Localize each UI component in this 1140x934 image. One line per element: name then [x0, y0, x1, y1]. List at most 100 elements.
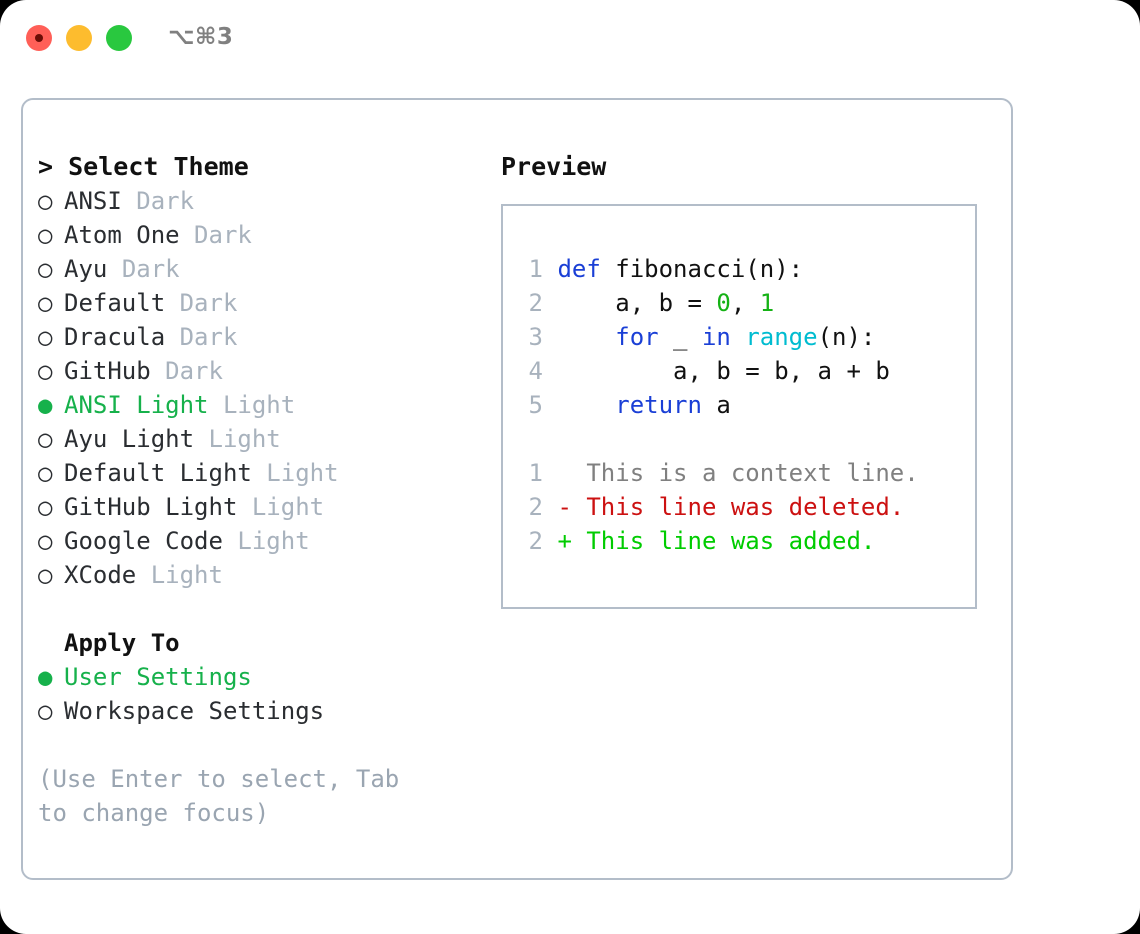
theme-option-github[interactable]: ○ GitHub Dark [38, 354, 498, 388]
theme-option-category: Light [251, 493, 325, 521]
radio-unselected-icon: ○ [38, 221, 53, 249]
code-line-number: 2 [528, 289, 543, 317]
window-controls [26, 25, 132, 51]
diff-line: 1 This is a context line. [515, 456, 969, 490]
main-panel: > Select Theme ○ANSI Dark○Atom One Dark○… [21, 98, 1013, 880]
theme-option-ansi-light[interactable]: ● ANSI Light Light [38, 388, 498, 422]
code-token: _ [658, 323, 702, 351]
theme-option-label: Google Code [64, 527, 223, 555]
diff-line: 2 + This line was added. [515, 524, 969, 558]
theme-option-category: Dark [136, 187, 195, 215]
code-line-number: 3 [528, 323, 543, 351]
code-token: 0 [716, 289, 731, 317]
theme-option-category: Dark [121, 255, 180, 283]
diff-marker: + [557, 527, 572, 555]
theme-option-ayu[interactable]: ○ Ayu Dark [38, 252, 498, 286]
theme-option-label: Ayu [64, 255, 108, 283]
diff-marker [557, 459, 571, 487]
code-token: a, b = [557, 289, 717, 317]
code-token [557, 391, 615, 419]
apply-to-list: ● User Settings ○Workspace Settings [38, 660, 498, 728]
theme-option-ayu-light[interactable]: ○Ayu Light Light [38, 422, 498, 456]
theme-option-label: GitHub [64, 357, 151, 385]
radio-unselected-icon: ○ [38, 187, 53, 215]
minimize-button-icon[interactable] [66, 25, 92, 51]
select-theme-heading: > Select Theme [38, 150, 498, 184]
preview-column: Preview 1 def fibonacci(n):2 a, b = 0, 1… [501, 150, 1001, 609]
code-line: 3 for _ in range(n): [515, 320, 969, 354]
code-line-number: 4 [528, 357, 543, 385]
theme-option-label: Ayu Light [64, 425, 195, 453]
radio-selected-icon: ● [38, 391, 53, 419]
radio-unselected-icon: ○ [38, 697, 53, 725]
diff-sample: 1 This is a context line.2 - This line w… [515, 456, 969, 558]
theme-option-category: Light [237, 527, 310, 555]
radio-unselected-icon: ○ [38, 425, 53, 453]
code-line: 5 return a [515, 388, 969, 422]
diff-line: 2 - This line was deleted. [515, 490, 969, 524]
select-theme-heading-label: Select Theme [68, 152, 249, 181]
diff-line-text: This is a context line. [571, 459, 919, 487]
radio-unselected-icon: ○ [38, 527, 53, 555]
theme-option-xcode[interactable]: ○XCode Light [38, 558, 498, 592]
radio-unselected-icon: ○ [38, 493, 53, 521]
theme-option-dracula[interactable]: ○ Dracula Dark [38, 320, 498, 354]
theme-option-ansi[interactable]: ○ ANSI Dark [38, 184, 498, 218]
diff-line-text: This line was added. [571, 527, 876, 555]
theme-option-category: Dark [194, 221, 252, 249]
code-line-number: 5 [528, 391, 543, 419]
diff-line-text: This line was deleted. [571, 493, 905, 521]
code-token: a, b = b, a + b [557, 357, 890, 385]
code-token: def [557, 255, 601, 283]
radio-selected-icon: ● [38, 663, 53, 691]
close-button-icon[interactable] [26, 25, 52, 51]
theme-option-label: Dracula [64, 323, 166, 351]
code-token: (n): [817, 323, 876, 351]
theme-option-google-code[interactable]: ○ Google Code Light [38, 524, 498, 558]
theme-option-category: Dark [179, 289, 238, 317]
panel-columns: > Select Theme ○ANSI Dark○Atom One Dark○… [23, 100, 1011, 878]
code-token: a [701, 391, 731, 419]
code-line: 4 a, b = b, a + b [515, 354, 969, 388]
help-text: (Use Enter to select, Tab to change focu… [38, 765, 414, 827]
code-token [557, 323, 615, 351]
theme-option-category: Light [266, 459, 339, 487]
theme-option-label: Default Light [64, 459, 252, 487]
theme-option-atom-one[interactable]: ○ Atom One Dark [38, 218, 498, 252]
theme-option-label: Default [64, 289, 166, 317]
radio-unselected-icon: ○ [38, 357, 53, 385]
code-token: in [701, 323, 731, 351]
diff-line-number: 2 [528, 527, 543, 555]
theme-option-category: Dark [165, 357, 223, 385]
section-spacer [38, 592, 498, 626]
apply-to-option-user-settings[interactable]: ● User Settings [38, 660, 498, 694]
radio-unselected-icon: ○ [38, 323, 53, 351]
theme-option-category: Light [222, 391, 296, 419]
focus-caret-icon: > [38, 152, 54, 181]
code-token: range [745, 323, 818, 351]
code-line-number: 1 [528, 255, 543, 283]
theme-option-default-light[interactable]: ○Default Light Light [38, 456, 498, 490]
radio-unselected-icon: ○ [38, 255, 53, 283]
theme-option-default[interactable]: ○ Default Dark [38, 286, 498, 320]
code-diff-gap [515, 422, 969, 456]
window-title-shortcut: ⌥⌘3 [168, 24, 234, 50]
theme-option-label: ANSI Light [64, 391, 209, 419]
theme-list: ○ANSI Dark○Atom One Dark○Ayu Dark○Defaul… [38, 184, 498, 592]
code-token: fibonacci(n): [600, 255, 804, 283]
theme-option-github-light[interactable]: ○GitHub Light Light [38, 490, 498, 524]
theme-option-category: Light [150, 561, 223, 589]
theme-option-label: Atom One [64, 221, 180, 249]
diff-marker: - [557, 493, 572, 521]
theme-option-label: XCode [64, 561, 137, 589]
code-line: 1 def fibonacci(n): [515, 252, 969, 286]
code-token: 1 [759, 289, 775, 317]
radio-unselected-icon: ○ [38, 289, 53, 317]
zoom-button-icon[interactable] [106, 25, 132, 51]
theme-option-label: ANSI [64, 187, 122, 215]
apply-to-option-workspace-settings[interactable]: ○Workspace Settings [38, 694, 498, 728]
apply-to-option-label: User Settings [64, 663, 252, 691]
diff-line-number: 2 [528, 493, 543, 521]
theme-option-category: Dark [179, 323, 238, 351]
